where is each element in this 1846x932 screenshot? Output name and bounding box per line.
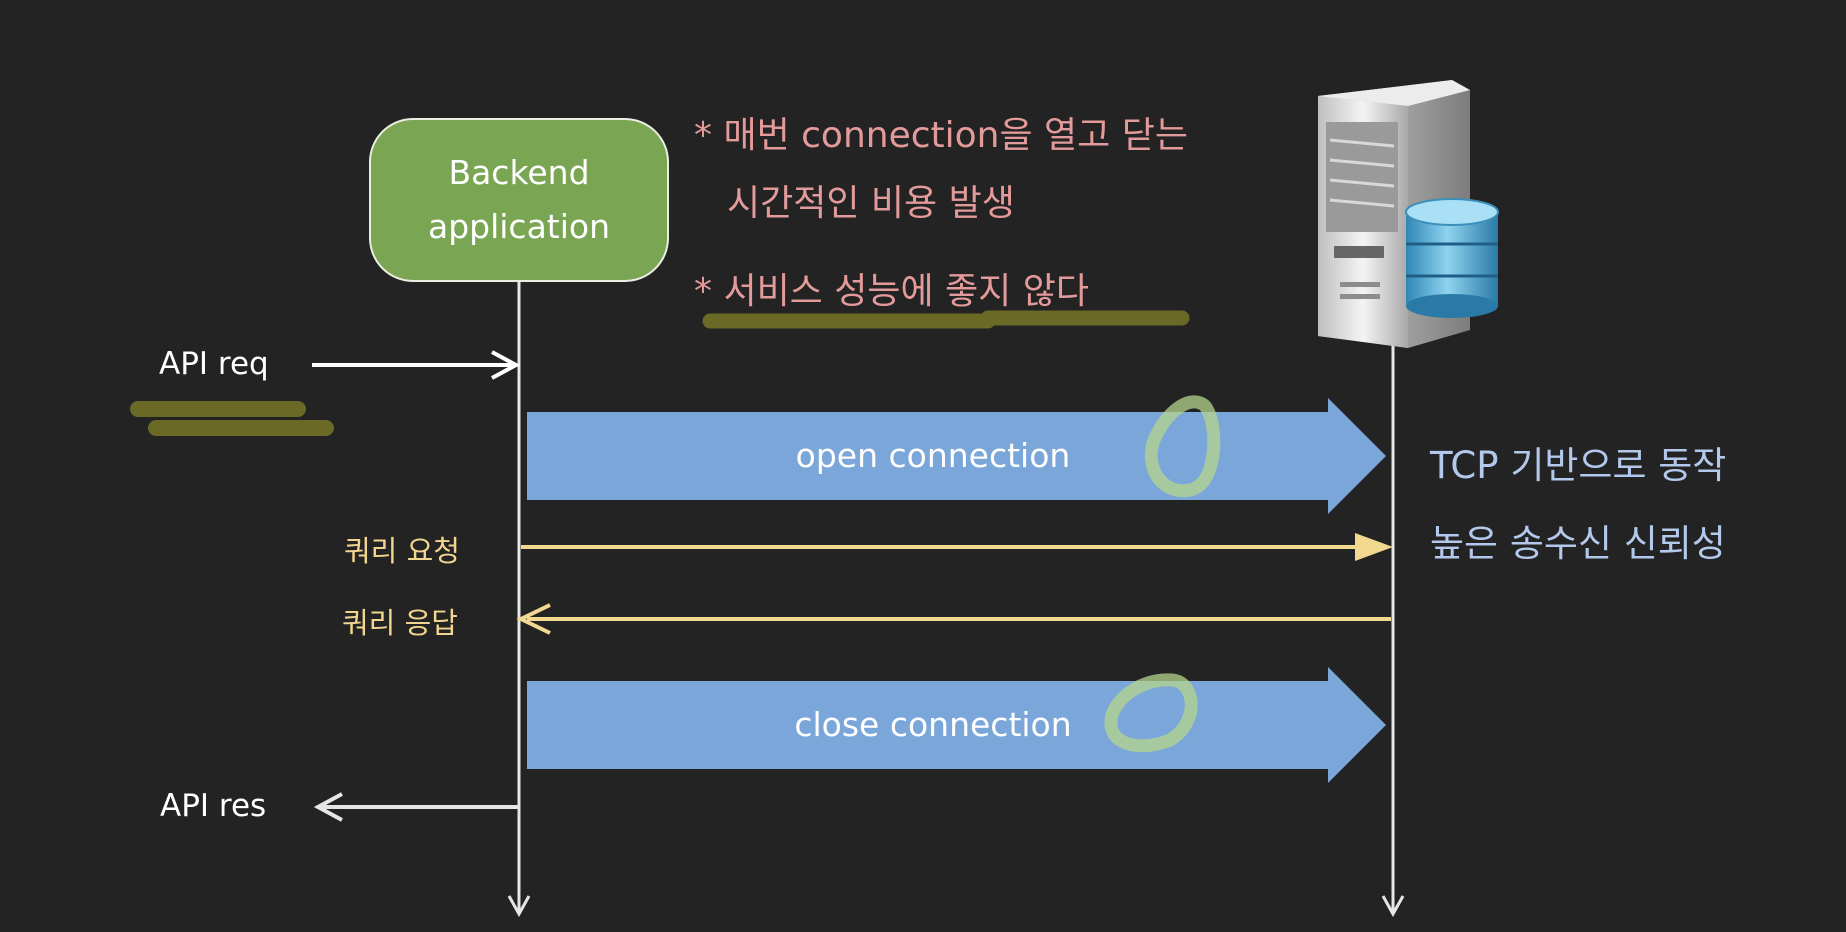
- api-req-arrow: [312, 350, 521, 380]
- note-connection-cost-line2: 시간적인 비용 발생: [727, 183, 1015, 224]
- highlight-marks: [130, 310, 1190, 436]
- query-response-label: 쿼리 응답: [342, 606, 458, 640]
- backend-label-line1: Backend: [448, 153, 590, 192]
- close-connection-arrow: [527, 667, 1386, 783]
- query-request-arrow: [521, 533, 1393, 561]
- query-response-arrow: [516, 603, 1391, 635]
- note-connection-cost-line1: * 매번 connection을 열고 닫는: [694, 115, 1188, 156]
- backend-lifeline: [507, 282, 531, 918]
- tcp-note-line1: TCP 기반으로 동작: [1430, 444, 1727, 487]
- api-res-label: API res: [160, 788, 267, 824]
- open-connection-label: open connection: [795, 436, 1071, 475]
- backend-label-line2: application: [427, 207, 611, 246]
- hand-drawn-circle-icon: [1104, 673, 1198, 753]
- server-lifeline: [1381, 345, 1405, 918]
- api-req-label: API req: [159, 346, 269, 382]
- server-database-icon: [1318, 80, 1499, 348]
- note-performance: * 서비스 성능에 좋지 않다: [694, 271, 1089, 312]
- query-request-label: 쿼리 요청: [344, 534, 460, 568]
- hand-drawn-circle-icon: [1144, 395, 1221, 498]
- api-res-arrow: [313, 792, 519, 822]
- backend-application-box: Backend application: [369, 118, 669, 282]
- close-connection-label: close connection: [794, 705, 1072, 744]
- tcp-note-line2: 높은 송수신 신뢰성: [1430, 522, 1726, 565]
